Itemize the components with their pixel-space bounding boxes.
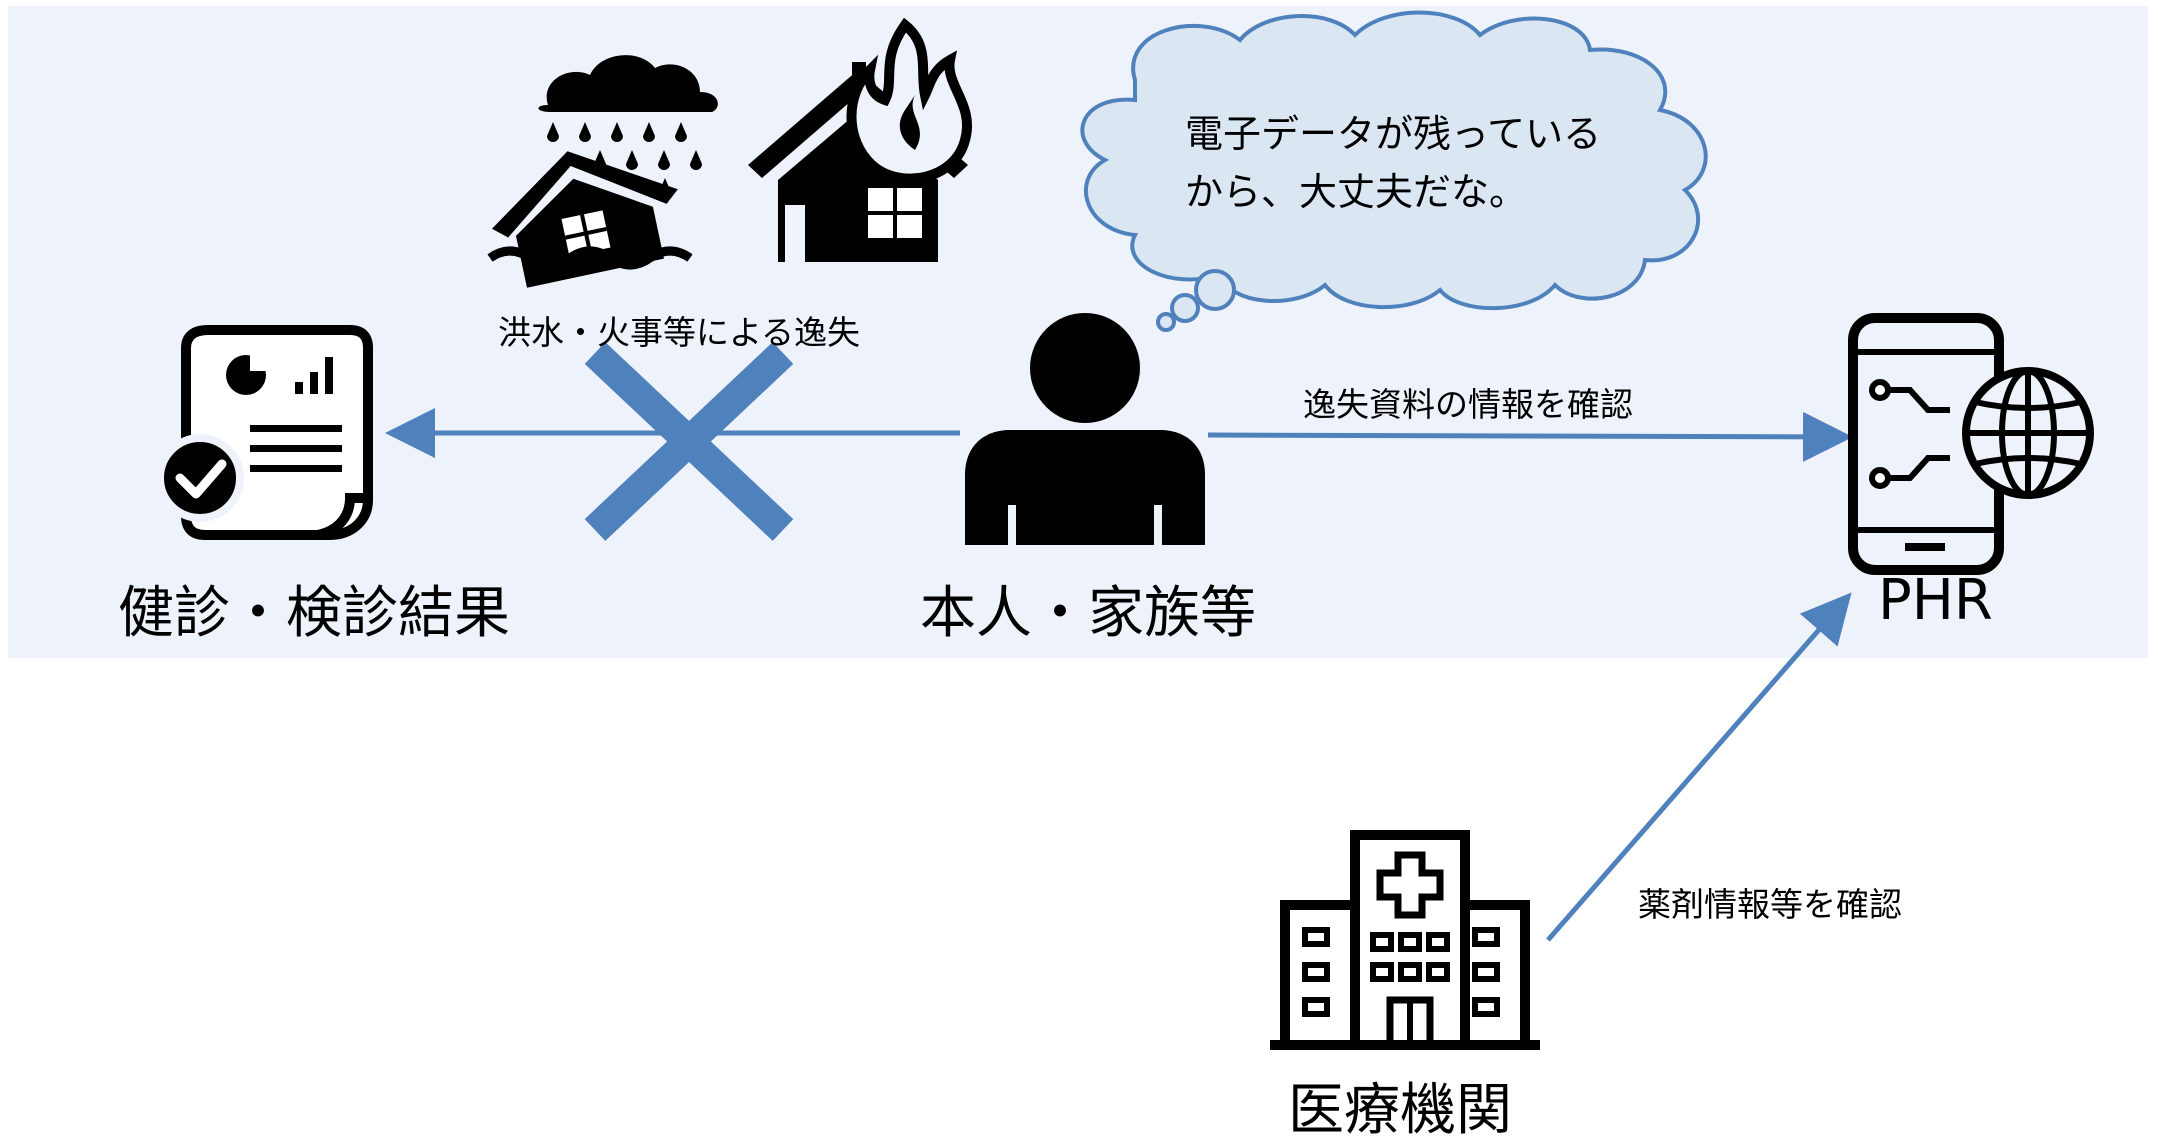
flood-house-icon — [487, 55, 718, 288]
results-label: 健診・検診結果 — [118, 581, 510, 646]
medical-report-icon — [156, 325, 373, 540]
confirm-lost-caption: 逸失資料の情報を確認 — [1303, 385, 1633, 424]
hospital-building-icon — [1270, 830, 1540, 1050]
phr-phone-globe-icon — [1848, 313, 2094, 575]
thought-cloud — [1080, 10, 1708, 332]
person-icon — [965, 313, 1205, 545]
arrow-hospital-to-phr — [1546, 592, 1852, 942]
phr-label: PHR — [1878, 568, 1993, 633]
confirm-drugs-caption: 薬剤情報等を確認 — [1638, 885, 1902, 924]
arrow-person-to-phr — [1207, 411, 1853, 462]
hospital-label: 医療機関 — [1288, 1078, 1512, 1143]
person-label: 本人・家族等 — [920, 581, 1256, 646]
fire-house-icon — [748, 17, 972, 262]
cross-mark-icon — [584, 342, 794, 541]
thought-bubble-text: 電子データが残っているから、大丈夫だな。 — [1185, 112, 1602, 214]
disaster-caption: 洪水・火事等による逸失 — [498, 313, 861, 352]
